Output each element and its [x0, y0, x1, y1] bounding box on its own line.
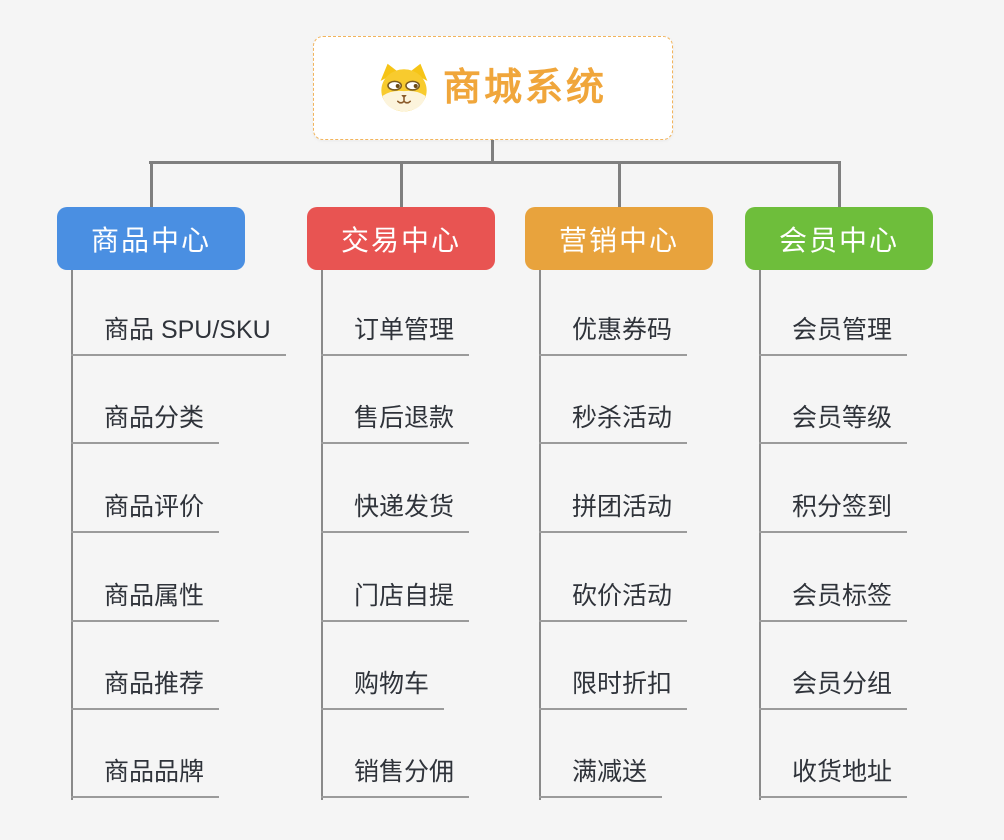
leaf-node[interactable]: 会员标签: [759, 578, 908, 622]
branch-node[interactable]: 商品中心: [57, 207, 245, 270]
leaf-node[interactable]: 收货地址: [759, 754, 908, 798]
leaf-node[interactable]: 商品评价: [71, 489, 220, 533]
leaf-node[interactable]: 商品推荐: [71, 666, 220, 710]
leaf-node[interactable]: 限时折扣: [539, 666, 688, 710]
branch-drop-connector: [149, 161, 153, 209]
leaf-node[interactable]: 积分签到: [759, 489, 908, 533]
leaf-node[interactable]: 商品 SPU/SKU: [71, 312, 286, 356]
leaf-node[interactable]: 购物车: [321, 666, 445, 710]
branch-drop-connector: [617, 161, 621, 209]
leaf-node[interactable]: 会员等级: [759, 400, 908, 444]
leaf-node[interactable]: 砍价活动: [539, 578, 688, 622]
leaf-node[interactable]: 商品分类: [71, 400, 220, 444]
branch-spine-connector: [759, 270, 761, 800]
leaf-node[interactable]: 商品属性: [71, 578, 220, 622]
branch-spine-connector: [71, 270, 73, 800]
leaf-node[interactable]: 会员管理: [759, 312, 908, 356]
branch-node[interactable]: 交易中心: [307, 207, 495, 270]
leaf-node[interactable]: 满减送: [539, 754, 663, 798]
branch-drop-connector: [399, 161, 403, 209]
branch-node[interactable]: 会员中心: [745, 207, 933, 270]
leaf-node[interactable]: 商品品牌: [71, 754, 220, 798]
branch-node[interactable]: 营销中心: [525, 207, 713, 270]
leaf-node[interactable]: 销售分佣: [321, 754, 470, 798]
leaf-node[interactable]: 订单管理: [321, 312, 470, 356]
leaf-node[interactable]: 拼团活动: [539, 489, 688, 533]
branch-spine-connector: [539, 270, 541, 800]
root-title: 商城系统: [442, 67, 607, 109]
branch-spine-connector: [321, 270, 323, 800]
root-node[interactable]: 商城系统: [313, 36, 673, 140]
leaf-node[interactable]: 会员分组: [759, 666, 908, 710]
leaf-node[interactable]: 快递发货: [321, 489, 470, 533]
branch-drop-connector: [837, 161, 841, 209]
branch-horizontal-connector: [149, 161, 840, 164]
leaf-node[interactable]: 售后退款: [321, 400, 470, 444]
shiba-dog-icon: [379, 63, 429, 113]
leaf-node[interactable]: 门店自提: [321, 578, 470, 622]
root-stem-connector: [491, 138, 494, 164]
leaf-node[interactable]: 秒杀活动: [539, 400, 688, 444]
leaf-node[interactable]: 优惠券码: [539, 312, 688, 356]
